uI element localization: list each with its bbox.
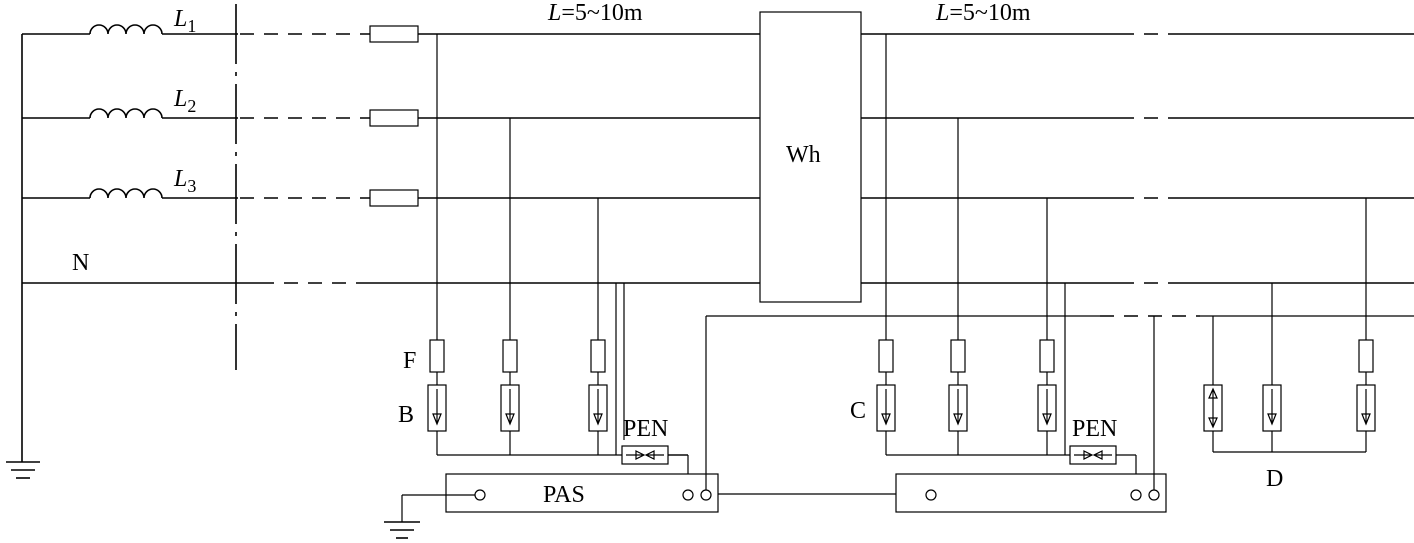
- label-spd-b: B: [398, 402, 414, 428]
- pas-bar: [445, 316, 719, 513]
- label-l2: L2: [173, 86, 196, 116]
- bus-after-meter: [706, 33, 1414, 317]
- inductor-l2-icon: [89, 108, 238, 119]
- label-spd-c: C: [850, 398, 866, 424]
- dashed-bus-segments: [240, 33, 370, 284]
- main-fuse-l2: [369, 109, 419, 127]
- label-pas: PAS: [543, 482, 585, 508]
- pen-spd-right: [1069, 445, 1137, 490]
- label-pen-right: PEN: [1072, 416, 1117, 442]
- pen-spd-left: [621, 445, 689, 490]
- pas-bar-right: [895, 316, 1167, 513]
- inductor-l3-icon: [89, 188, 238, 199]
- main-fuse-l3: [369, 189, 419, 207]
- label-l1: L1: [173, 6, 196, 36]
- length-label-right: L=5~10m: [935, 0, 1031, 26]
- bus-to-meter: [370, 33, 760, 284]
- label-neutral: N: [72, 250, 89, 276]
- label-l3: L3: [173, 166, 196, 196]
- meter-label: Wh: [786, 142, 821, 168]
- label-pen-left: PEN: [623, 416, 668, 442]
- label-spd-d: D: [1266, 466, 1283, 492]
- ground-symbol-source: [6, 461, 40, 479]
- middle-spd-group: [876, 34, 1070, 456]
- inductor-l1-icon: [89, 24, 238, 35]
- meter-box: [759, 11, 862, 303]
- ground-symbol-pas: [384, 494, 475, 539]
- length-label-left: L=5~10m: [547, 0, 643, 26]
- label-fuse-f: F: [403, 348, 416, 374]
- main-fuse-l1: [369, 25, 419, 43]
- left-spd-group: [427, 34, 688, 456]
- source-bus: [21, 33, 260, 462]
- right-spd-group: [1203, 198, 1376, 453]
